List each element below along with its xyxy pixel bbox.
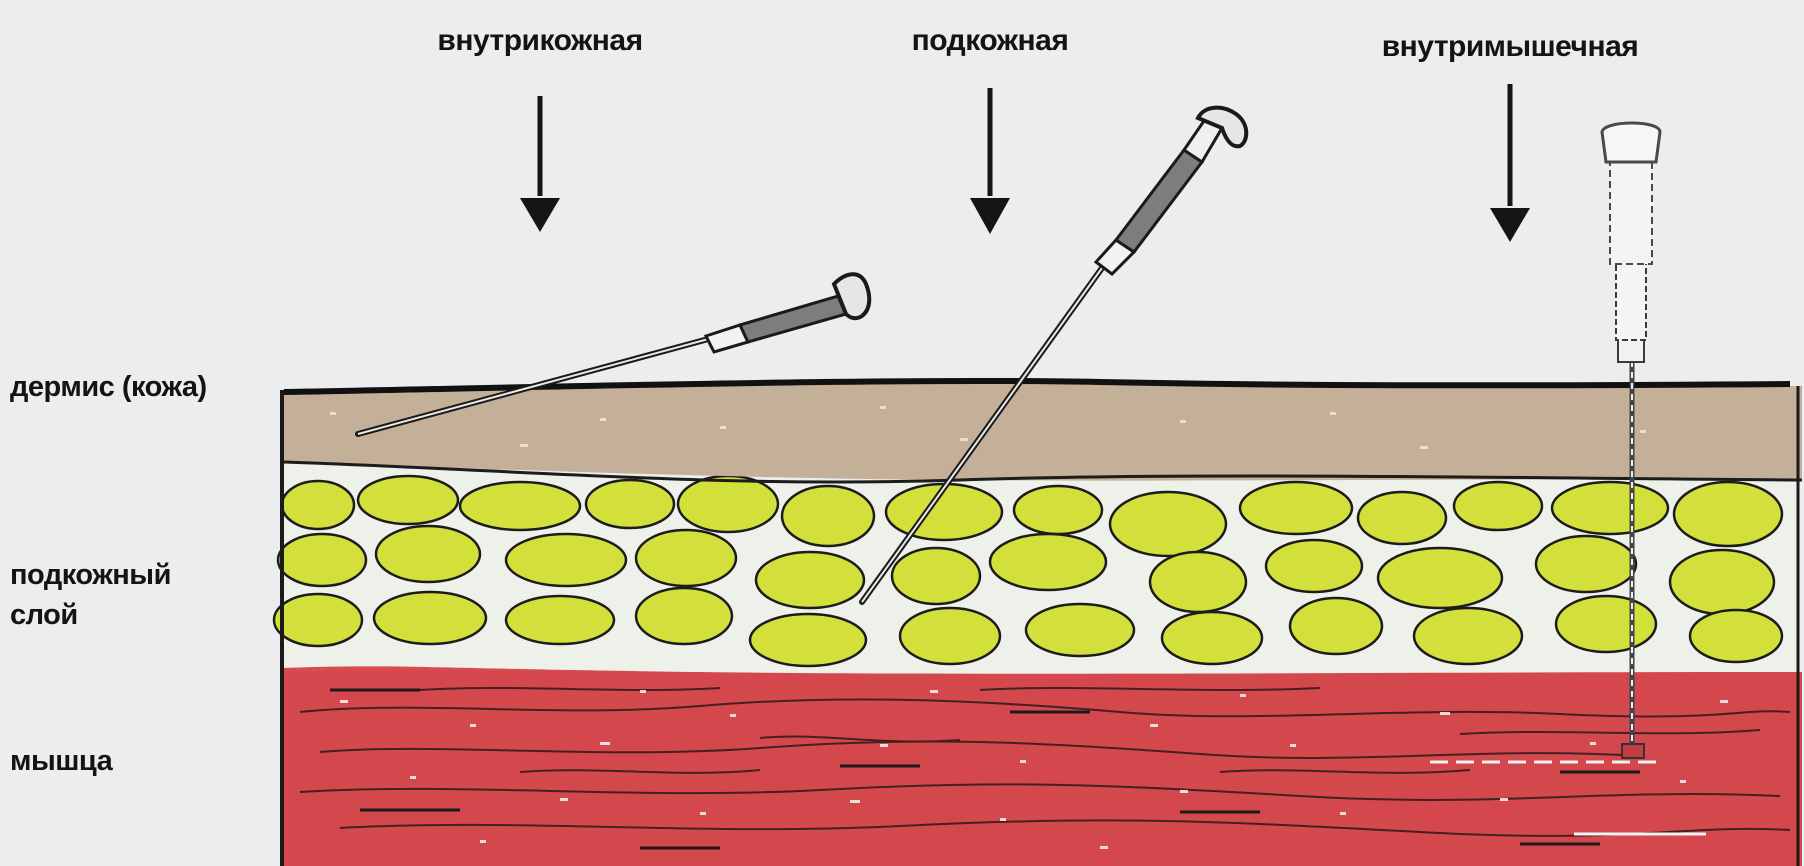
intramuscular-label: внутримышечная: [1382, 30, 1639, 64]
subcutaneous-fat-layer: [274, 462, 1802, 674]
down-arrow-icon: [1490, 84, 1530, 242]
intradermal-label: внутрикожная: [437, 24, 642, 58]
dermis-layer: [284, 381, 1802, 482]
muscle-layer: [280, 640, 1802, 866]
subcutaneous-layer-label-line2: слой: [10, 596, 78, 635]
down-arrow-icon: [520, 96, 560, 232]
down-arrow-icon: [970, 88, 1010, 234]
muscle-label: мышца: [10, 742, 112, 781]
subcutaneous-label: подкожная: [912, 24, 1069, 58]
subcutaneous-layer-label-line1: подкожный: [10, 556, 171, 595]
dermis-label: дермис (кожа): [10, 368, 207, 407]
